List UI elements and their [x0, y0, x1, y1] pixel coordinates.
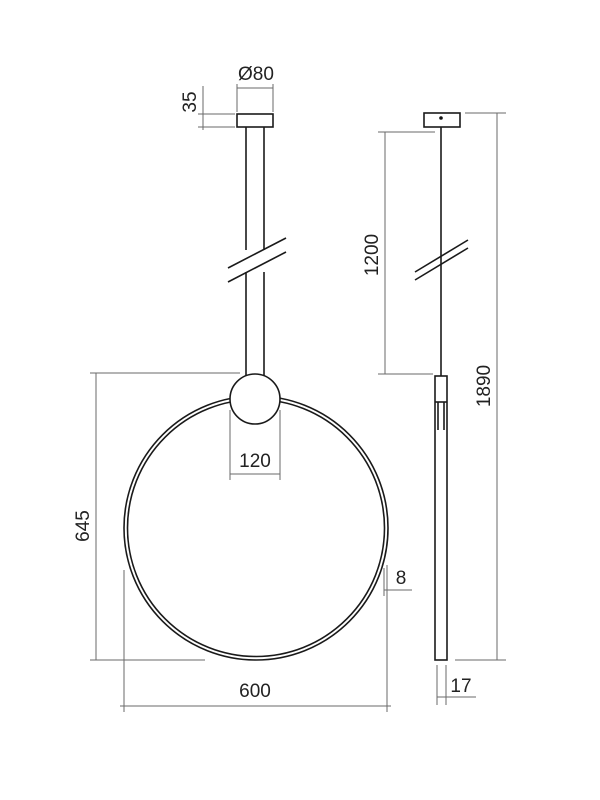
canopy [236, 113, 274, 128]
dim-ring-height: 645 [73, 510, 94, 542]
side-canopy [423, 112, 461, 128]
dim-total-height: 1890 [474, 365, 495, 407]
front-view [123, 113, 389, 661]
side-body [434, 375, 448, 661]
dim-canopy-diameter: Ø80 [238, 64, 274, 85]
dim-canopy-height: 35 [180, 91, 201, 112]
front-dimensions [90, 84, 412, 712]
dim-sphere-diameter: 120 [239, 451, 271, 472]
break-gap [240, 250, 270, 272]
ring-outer [123, 395, 389, 661]
dim-ring-thickness: 8 [396, 568, 407, 589]
sphere [229, 373, 281, 425]
canopy-screw [439, 116, 443, 120]
side-dimensions [378, 112, 506, 705]
break-mark [227, 251, 287, 283]
dim-body-width: 17 [450, 676, 471, 697]
side-view [414, 112, 469, 661]
break-mark [414, 239, 469, 273]
ring-inner [126, 398, 386, 658]
dim-cable-length: 1200 [362, 234, 383, 276]
break-mark [227, 237, 287, 269]
break-mark [414, 247, 469, 281]
dim-ring-diameter: 600 [239, 681, 271, 702]
